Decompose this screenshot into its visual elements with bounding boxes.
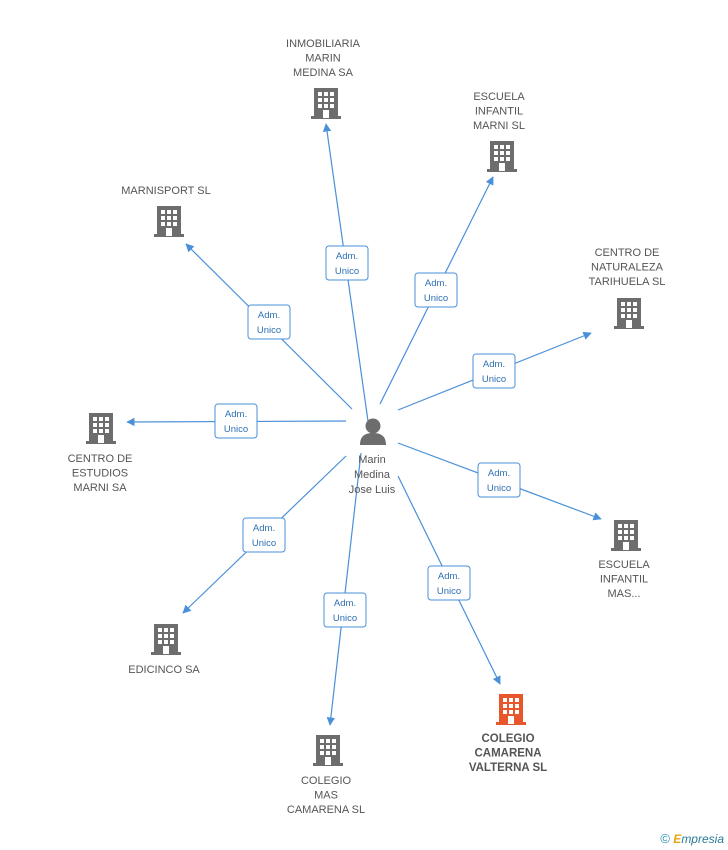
nodes-layer: INMOBILIARIA MARIN MEDINA SA ESCUELA INFANTI… xyxy=(68,38,666,816)
company-label-line-2: INFANTIL xyxy=(600,574,648,586)
center-label-line-3: Jose Luis xyxy=(349,484,396,496)
edge-label-centro-naturaleza[interactable]: Adm. Unico xyxy=(472,353,516,389)
edge-label-text-line-2: Unico xyxy=(437,586,461,597)
edge-colegio-mas xyxy=(326,452,362,726)
company-node-edicinco[interactable]: EDICINCO SA xyxy=(128,624,200,676)
building-icon xyxy=(154,206,184,237)
company-label-line-3: CAMARENA SL xyxy=(287,804,365,816)
copyright-symbol: © xyxy=(660,831,670,846)
building-icon xyxy=(151,624,181,655)
edge-label-box xyxy=(414,272,458,308)
edge-label-text-line-1: Adm. xyxy=(425,278,447,289)
edge-label-marnisport[interactable]: Adm. Unico xyxy=(247,304,291,340)
edge-label-text-line-2: Unico xyxy=(257,325,281,336)
building-icon xyxy=(311,88,341,119)
company-node-escuela-marni[interactable]: ESCUELA INFANTIL MARNI SL xyxy=(473,91,525,172)
person-icon xyxy=(360,418,386,445)
edge-label-text-line-2: Unico xyxy=(224,424,248,435)
edge-label-edicinco[interactable]: Adm. Unico xyxy=(242,517,286,553)
edge-label-box xyxy=(242,517,286,553)
edge-label-text-line-2: Unico xyxy=(487,483,511,494)
building-icon xyxy=(86,413,116,444)
edge-label-colegio-camarena[interactable]: Adm. Unico xyxy=(427,565,471,601)
edge-label-box xyxy=(477,462,521,498)
company-node-colegio-mas[interactable]: COLEGIO MAS CAMARENA SL xyxy=(287,735,365,816)
building-icon xyxy=(611,520,641,551)
company-label-line-1: CENTRO DE xyxy=(595,247,660,259)
edge-label-text-line-1: Adm. xyxy=(483,359,505,370)
company-label-line-2: MARIN xyxy=(305,53,341,65)
center-label-line-2: Medina xyxy=(354,469,391,481)
company-label-line-3: TARIHUELA SL xyxy=(589,276,666,288)
company-node-inmobiliaria[interactable]: INMOBILIARIA MARIN MEDINA SA xyxy=(286,38,361,119)
building-icon xyxy=(487,141,517,172)
company-node-centro-naturaleza[interactable]: CENTRO DE NATURALEZA TARIHUELA SL xyxy=(589,247,666,329)
center-node[interactable]: Marin Medina Jose Luis xyxy=(349,418,396,497)
edge-label-text-line-1: Adm. xyxy=(253,523,275,534)
edge-label-box xyxy=(214,403,258,439)
company-label-line-2: MAS xyxy=(314,790,338,802)
edge-label-inmobiliaria[interactable]: Adm. Unico xyxy=(325,245,369,281)
company-label-line-1: COLEGIO xyxy=(481,733,534,745)
company-node-marnisport[interactable]: MARNISPORT SL xyxy=(121,185,211,237)
company-label-line-2: INFANTIL xyxy=(475,106,523,118)
edge-label-text-line-2: Unico xyxy=(252,538,276,549)
center-label-line-1: Marin xyxy=(358,454,386,466)
edge-label-escuela-marni[interactable]: Adm. Unico xyxy=(414,272,458,308)
edge-label-text-line-2: Unico xyxy=(424,293,448,304)
company-label-line-1: INMOBILIARIA xyxy=(286,38,361,50)
edge-label-centro-estudios[interactable]: Adm. Unico xyxy=(214,403,258,439)
company-label-line-2: CAMARENA xyxy=(474,748,541,760)
company-node-escuela-mas[interactable]: ESCUELA INFANTIL MAS... xyxy=(598,520,650,600)
building-icon xyxy=(313,735,343,766)
edge-label-box xyxy=(472,353,516,389)
edges-layer: Adm.UnicoAdm.UnicoAdm.UnicoAdm.UnicoAdm.… xyxy=(126,123,602,726)
company-label-line-2: NATURALEZA xyxy=(591,262,664,274)
edge-label-text-line-1: Adm. xyxy=(488,468,510,479)
company-label-line-3: VALTERNA SL xyxy=(469,762,547,774)
company-label-line-3: MARNI SA xyxy=(73,482,127,494)
edge-label-text-line-1: Adm. xyxy=(334,598,356,609)
edge-label-box xyxy=(325,245,369,281)
footer-brand: © Empresia xyxy=(660,831,724,846)
company-label-line-1: CENTRO DE xyxy=(68,453,133,465)
edge-label-text-line-1: Adm. xyxy=(225,409,247,420)
edge-label-box xyxy=(247,304,291,340)
edge-label-text-line-2: Unico xyxy=(335,266,359,277)
company-label-line-3: MAS... xyxy=(607,588,640,600)
edge-label-box xyxy=(323,592,367,628)
edge-label-text-line-2: Unico xyxy=(482,374,506,385)
company-label-line-1: COLEGIO xyxy=(301,775,352,787)
company-label-line-3: MARNI SL xyxy=(473,120,525,132)
company-node-centro-estudios[interactable]: CENTRO DE ESTUDIOS MARNI SA xyxy=(68,413,133,494)
company-label-line-2: ESTUDIOS xyxy=(72,468,128,480)
company-node-colegio-camarena[interactable]: COLEGIO CAMARENA VALTERNA SL xyxy=(469,694,547,774)
company-label-line-3: MEDINA SA xyxy=(293,67,354,79)
company-label-line-1: EDICINCO SA xyxy=(128,664,200,676)
edge-label-text-line-1: Adm. xyxy=(438,571,460,582)
building-icon xyxy=(614,298,644,329)
edge-label-text-line-1: Adm. xyxy=(258,310,280,321)
edge-label-box xyxy=(427,565,471,601)
edge-label-text-line-2: Unico xyxy=(333,613,357,624)
company-label-line-1: ESCUELA xyxy=(473,91,525,103)
edge-label-colegio-mas[interactable]: Adm. Unico xyxy=(323,592,367,628)
edge-label-escuela-mas[interactable]: Adm. Unico xyxy=(477,462,521,498)
brand-logo-text: mpresia xyxy=(681,832,724,846)
edge-label-text-line-1: Adm. xyxy=(336,251,358,262)
brand-logo-initial: E xyxy=(673,832,682,846)
company-label-line-1: MARNISPORT SL xyxy=(121,185,210,197)
company-label-line-1: ESCUELA xyxy=(598,559,650,571)
building-icon xyxy=(496,694,526,725)
